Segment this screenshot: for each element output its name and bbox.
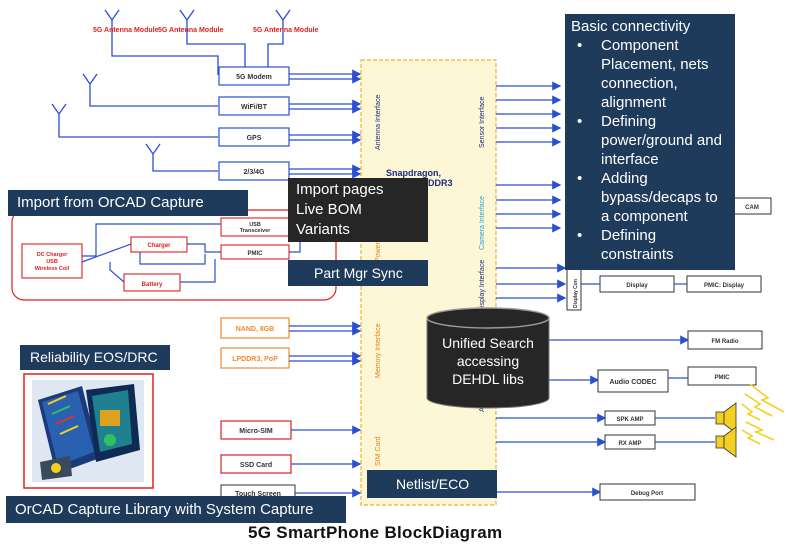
soc-sim-interface: SIM Card — [375, 436, 382, 466]
list-item: Defining constraints — [577, 226, 729, 264]
part-mgr-sync-label: Part Mgr Sync — [314, 265, 403, 281]
block-pmic-audio — [687, 366, 757, 386]
speaker-icon — [715, 383, 785, 434]
block-fm-radio — [687, 330, 763, 350]
soc-antenna-interface: Antenna Interface — [375, 95, 382, 150]
import-orcad-label: Import from OrCAD Capture — [17, 194, 204, 211]
block-nand-label: NAND, 8GB — [236, 326, 275, 333]
block-pmic-audio-label: PMIC — [715, 375, 731, 381]
antenna-icon — [104, 9, 219, 75]
block-cam-label: CAM — [745, 205, 759, 211]
soc-title: Snapdragon, — [386, 168, 441, 178]
basic-connectivity-list: Component Placement, nets connection, al… — [571, 36, 729, 264]
library-label: OrCAD Capture Library with System Captur… — [15, 501, 314, 518]
antenna-icon — [82, 73, 218, 107]
block-rx-label: RX AMP — [618, 441, 641, 447]
block-5g-modem — [218, 66, 290, 86]
block-gps — [218, 127, 290, 147]
block-pmic-label: PMIC — [248, 251, 264, 257]
soc-display-interface: Display Interface — [479, 260, 486, 312]
speaker-icon — [715, 421, 775, 458]
pcb-screenshot-image — [32, 380, 144, 482]
list-item: Adding bypass/decaps to a component — [577, 169, 729, 226]
block-5g-modem-label: 5G Modem — [236, 74, 272, 81]
block-cell-label: 2/3/4G — [243, 169, 265, 176]
part-mgr-sync-callout: Part Mgr Sync — [288, 260, 428, 286]
block-cellular — [218, 161, 290, 181]
import-pages-line: Import pages — [296, 181, 384, 198]
block-display-con-label: Display Con — [573, 279, 579, 308]
soc-sensor-interface: Sensor Interface — [479, 97, 486, 148]
diagram-title: 5G SmartPhone BlockDiagram — [248, 523, 503, 542]
block-nand — [220, 317, 290, 339]
antenna-icon — [51, 103, 218, 138]
antenna-icon — [267, 9, 291, 68]
database-icon — [426, 307, 550, 409]
block-sd-label: SSD Card — [240, 462, 272, 469]
block-battery-label: Battery — [142, 282, 163, 288]
netlist-eco-label: Netlist/ECO — [396, 476, 470, 492]
block-charger-label: Charger — [147, 243, 171, 249]
soc-camera-interface: Camera Interface — [479, 196, 486, 250]
block-spk-label: SPK AMP — [616, 417, 643, 423]
import-pages-line: Live BOM — [296, 201, 362, 218]
import-pages-line: Variants — [296, 221, 350, 238]
block-fm-label: FM Radio — [712, 339, 739, 345]
unified-search-line: Unified Search — [442, 335, 534, 351]
block-display-label: Display — [626, 283, 648, 289]
antenna-label: 5G Antenna Module — [93, 27, 159, 34]
block-debug-label: Debug Port — [631, 491, 663, 497]
soc-memory-interface: Memory Interface — [375, 323, 382, 378]
antenna-label: 5G Antenna Module — [158, 27, 224, 34]
soc-title-line2: DDR3 — [428, 178, 453, 188]
block-wifi-label: WiFi/BT — [241, 104, 268, 111]
basic-connectivity-title: Basic connectivity — [571, 18, 691, 35]
reliability-label: Reliability EOS/DRC — [30, 349, 158, 365]
block-audio-label: Audio CODEC — [609, 379, 656, 386]
unified-search-line: DEHDL libs — [452, 371, 524, 387]
block-debug-port — [599, 483, 696, 501]
import-orcad-callout: Import from OrCAD Capture — [8, 190, 248, 216]
antenna-icon — [145, 143, 218, 172]
netlist-eco-callout: Netlist/ECO — [367, 470, 497, 498]
soc-power-interface: Power Int — [375, 232, 382, 262]
antenna-icon — [179, 9, 246, 68]
library-callout: OrCAD Capture Library with System Captur… — [6, 496, 346, 523]
block-audio-codec — [597, 369, 669, 393]
list-item: Component Placement, nets connection, al… — [577, 36, 729, 112]
unified-search-line: accessing — [456, 353, 520, 369]
block-pmic-display-label: PMIC: Display — [704, 283, 745, 289]
block-lpddr — [220, 347, 290, 369]
unified-search-text: Unified Search accessing DEHDL libs — [425, 334, 551, 388]
import-pages-callout: Import pages Live BOM Variants — [288, 178, 428, 242]
block-lpddr-label: LPDDR3, PoP — [232, 356, 278, 363]
list-item: Defining power/ground and interface — [577, 112, 729, 169]
block-sim-label: Micro-SIM — [239, 428, 273, 435]
block-gps-label: GPS — [247, 135, 262, 142]
block-wifi-bt — [218, 96, 290, 116]
reliability-callout: Reliability EOS/DRC — [20, 345, 170, 370]
unified-search-database: Unified Search accessing DEHDL libs — [425, 306, 551, 410]
block-dc-charger — [21, 243, 83, 279]
basic-connectivity-callout: Basic connectivity Component Placement, … — [565, 14, 735, 270]
antenna-label: 5G Antenna Module — [253, 27, 319, 34]
block-touch-label: Touch Screen — [235, 491, 281, 498]
list-item-text: Defining power/ground and interface — [601, 113, 722, 168]
